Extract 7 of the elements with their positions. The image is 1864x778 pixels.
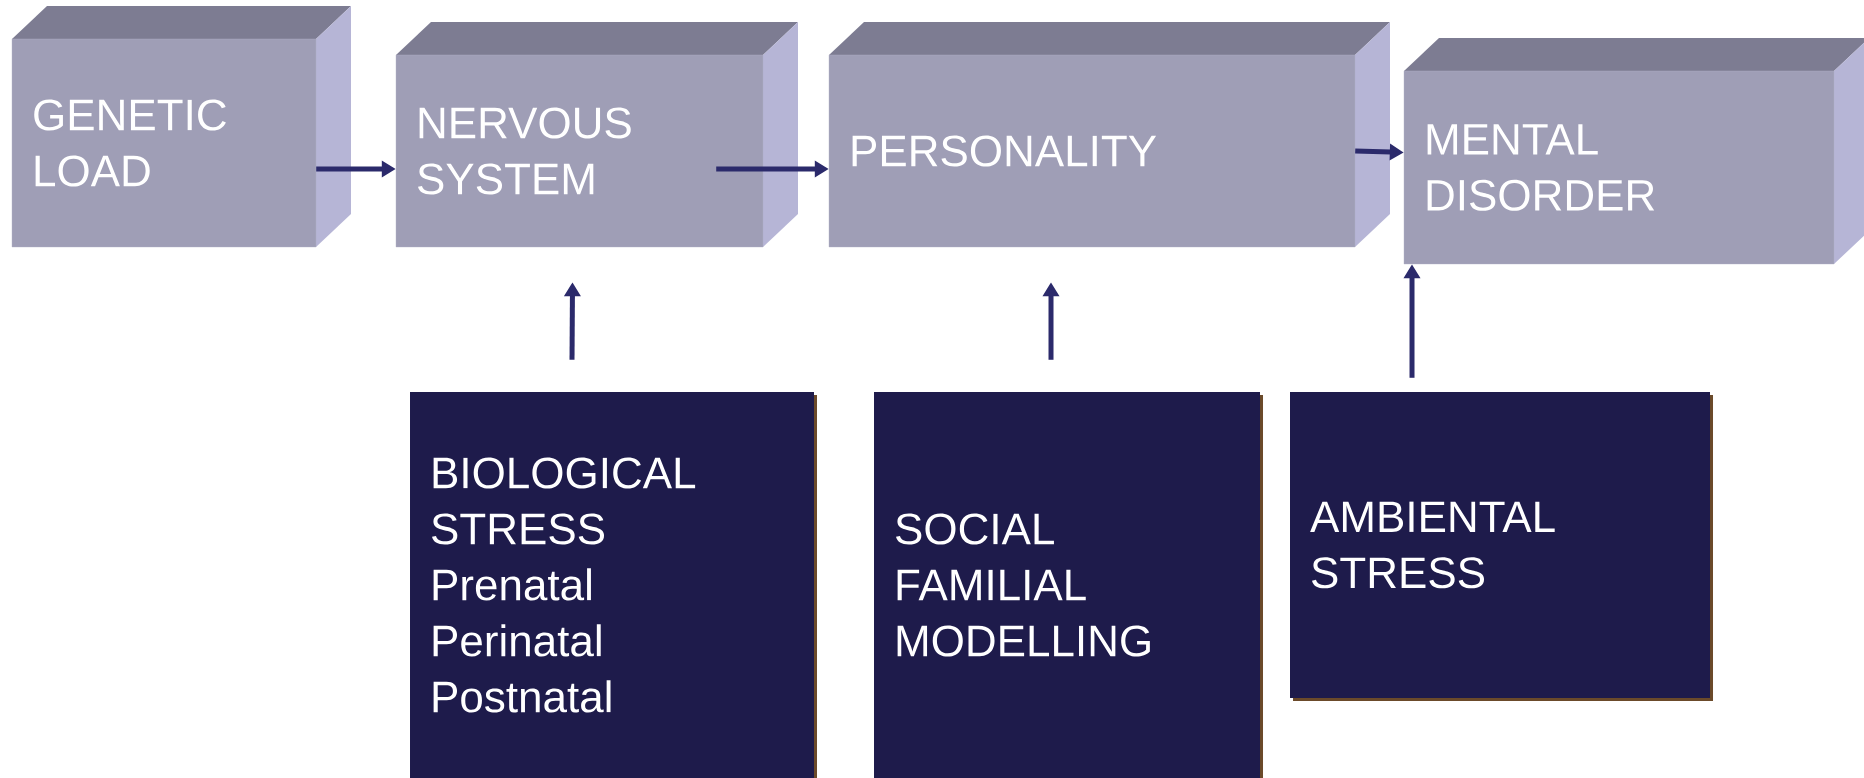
factor-box: SOCIAL FAMILIAL MODELLING: [874, 392, 1263, 778]
block-box: GENETIC LOAD: [11, 6, 351, 248]
factor-box: AMBIENTAL STRESS: [1290, 392, 1713, 701]
block-box: MENTAL DISORDER: [1403, 38, 1864, 265]
block-box: PERSONALITY: [828, 22, 1390, 248]
block-box: NERVOUS SYSTEM: [395, 22, 798, 248]
factor-box: BIOLOGICAL STRESS Prenatal Perinatal Postnatal: [410, 392, 817, 778]
